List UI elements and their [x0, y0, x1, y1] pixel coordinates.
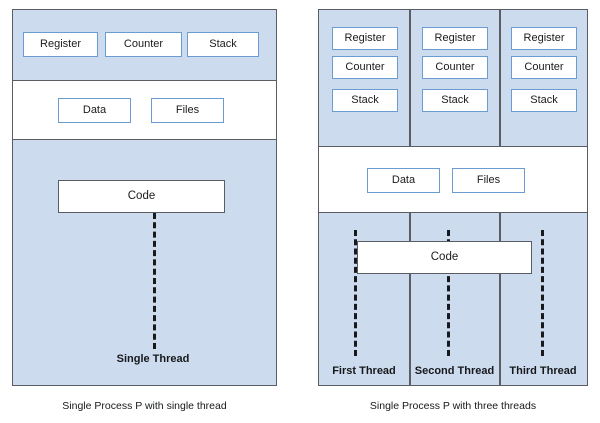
right-data-box[interactable]: Data	[367, 168, 440, 193]
right-code-box[interactable]: Code	[357, 241, 532, 274]
right-thread2-counter-box[interactable]: Counter	[422, 56, 488, 79]
right-middle-band: Data Files	[319, 146, 587, 213]
single-threaded-process-panel: Register Counter Stack Data Files Code S…	[12, 9, 277, 386]
right-bottom-band: Code First Thread Second Thread Third Th…	[319, 213, 587, 385]
left-bottom-band: Code Single Thread	[13, 140, 276, 385]
left-middle-band: Data Files	[13, 80, 276, 140]
left-single-thread-line	[153, 213, 156, 349]
multi-threaded-process-panel: Register Counter Stack Register Counter …	[318, 9, 588, 386]
right-top-band: Register Counter Stack Register Counter …	[319, 10, 587, 146]
left-panel-caption: Single Process P with single thread	[62, 400, 227, 412]
right-third-thread-line	[541, 230, 544, 356]
right-top-divider-1	[409, 10, 411, 146]
right-thread2-stack-box[interactable]: Stack	[422, 89, 488, 112]
right-files-box[interactable]: Files	[452, 168, 525, 193]
left-single-thread-label: Single Thread	[116, 353, 190, 365]
left-stack-label: Stack	[209, 38, 237, 50]
left-register-box[interactable]: Register	[23, 32, 98, 57]
left-top-band: Register Counter Stack	[13, 10, 276, 80]
left-register-label: Register	[40, 38, 81, 50]
left-code-label: Code	[127, 189, 156, 202]
left-code-box[interactable]: Code	[58, 180, 225, 213]
right-thread3-counter-box[interactable]: Counter	[511, 56, 577, 79]
right-thread1-register-box[interactable]: Register	[332, 27, 398, 50]
left-data-box[interactable]: Data	[58, 98, 131, 123]
left-files-box[interactable]: Files	[151, 98, 224, 123]
right-thread3-stack-box[interactable]: Stack	[511, 89, 577, 112]
left-counter-box[interactable]: Counter	[105, 32, 182, 57]
right-top-divider-2	[499, 10, 501, 146]
left-files-label: Files	[175, 104, 200, 116]
right-first-thread-label: First Thread	[332, 365, 396, 377]
right-panel-caption: Single Process P with three threads	[369, 400, 537, 412]
right-bottom-divider-2	[499, 213, 501, 385]
right-third-thread-label: Third Thread	[509, 365, 577, 377]
left-data-label: Data	[82, 104, 107, 116]
right-thread3-register-box[interactable]: Register	[511, 27, 577, 50]
right-bottom-divider-1	[409, 213, 411, 385]
right-code-label: Code	[430, 250, 459, 263]
right-second-thread-label: Second Thread	[414, 365, 495, 377]
left-counter-label: Counter	[123, 38, 164, 50]
left-stack-box[interactable]: Stack	[187, 32, 259, 57]
right-thread1-stack-box[interactable]: Stack	[332, 89, 398, 112]
right-first-thread-line	[354, 230, 357, 356]
right-second-thread-line	[447, 230, 450, 356]
right-thread2-register-box[interactable]: Register	[422, 27, 488, 50]
right-thread1-counter-box[interactable]: Counter	[332, 56, 398, 79]
